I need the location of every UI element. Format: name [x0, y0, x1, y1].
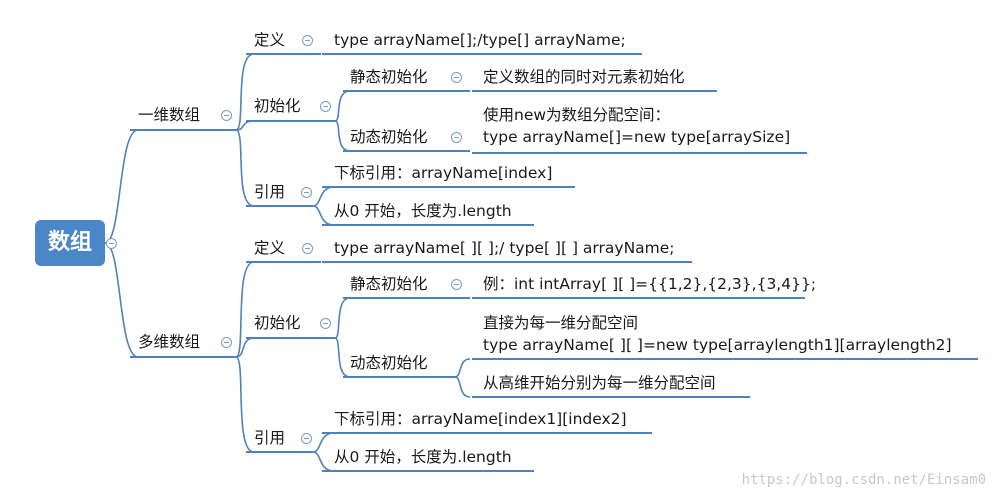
connector-multidim-ref: [235, 356, 255, 453]
underline-one-dim-reference: [246, 205, 313, 207]
multi-dim-definition-text: type arrayName[ ][ ];/ type[ ][ ] arrayN…: [334, 239, 675, 257]
connector-onedim-ref: [235, 129, 255, 207]
root-node: 数组: [35, 220, 105, 266]
underline-multi-dim-dynamic: [343, 376, 455, 378]
underline-multi-dim-reference-item2: [322, 470, 534, 472]
underline-multi-dim-static: [343, 297, 470, 299]
collapse-icon[interactable]: [451, 72, 462, 83]
multi-dim-reference-item1: 下标引用：arrayName[index1][index2]: [334, 410, 627, 428]
connector-multidim-dyn2: [454, 376, 471, 398]
connector-multidim-dynamic: [334, 337, 351, 378]
underline-one-dim-definition: [246, 53, 321, 55]
collapse-icon[interactable]: [301, 187, 312, 198]
node-one-dim: 一维数组: [138, 106, 201, 124]
connector-multidim-ref2: [312, 451, 335, 472]
underline-one-dim-dynamic-text: [472, 152, 807, 154]
one-dim-dynamic-line1: 使用new为数组分配空间：: [483, 106, 671, 124]
collapse-icon[interactable]: [451, 279, 462, 290]
underline-one-dim-init: [246, 120, 335, 122]
connector-multidim-static: [334, 297, 351, 339]
one-dim-static-text: 定义数组的同时对元素初始化: [483, 68, 685, 86]
node-multi-dim-dynamic: 动态初始化: [350, 354, 428, 372]
node-one-dim-init: 初始化: [254, 97, 301, 115]
collapse-icon[interactable]: [301, 433, 312, 444]
underline-multi-dim-dynamic-text: [472, 358, 978, 360]
one-dim-reference-item2: 从0 开始，长度为.length: [334, 202, 512, 220]
multi-dim-dynamic-line2: type arrayName[ ][ ]=new type[arraylengt…: [483, 336, 952, 354]
connector-multidim-def: [235, 261, 255, 358]
underline-multi-dim-definition: [246, 261, 321, 263]
collapse-icon[interactable]: [106, 238, 117, 249]
connector-root-multidim: [104, 242, 139, 358]
multi-dim-dynamic-item2: 从高维开始分别为每一维分配空间: [483, 374, 716, 392]
underline-multi-dim-definition-text: [322, 261, 692, 263]
collapse-icon[interactable]: [451, 132, 462, 143]
one-dim-dynamic-line2: type arrayName[]=new type[arraySize]: [483, 128, 791, 146]
node-one-dim-static: 静态初始化: [350, 68, 428, 86]
underline-one-dim-reference-item2: [322, 224, 534, 226]
collapse-icon[interactable]: [302, 243, 313, 254]
multi-dim-dynamic-line1: 直接为每一维分配空间: [483, 314, 639, 332]
underline-one-dim-static-text: [472, 90, 717, 92]
underline-multi-dim-init: [246, 337, 335, 339]
node-multi-dim-definition: 定义: [254, 239, 286, 257]
node-multi-dim-reference: 引用: [254, 429, 286, 447]
multi-dim-static-text: 例：int intArray[ ][ ]={{1,2},{2,3},{3,4}}…: [483, 275, 817, 293]
collapse-icon[interactable]: [221, 337, 232, 348]
one-dim-reference-item1: 下标引用：arrayName[index]: [334, 164, 553, 182]
multi-dim-dynamic-text: 直接为每一维分配空间 type arrayName[ ][ ]=new type…: [483, 312, 952, 356]
underline-one-dim-dynamic: [343, 150, 470, 152]
connector-multidim-ref1: [312, 432, 335, 453]
connector-onedim-static: [334, 90, 351, 122]
underline-multi-dim-static-text: [472, 297, 805, 299]
collapse-icon[interactable]: [302, 35, 313, 46]
multi-dim-reference-item2: 从0 开始，长度为.length: [334, 448, 512, 466]
node-multi-dim-static: 静态初始化: [350, 275, 428, 293]
underline-one-dim-reference-item1: [322, 186, 575, 188]
connector-onedim-ref1: [312, 186, 335, 207]
collapse-icon[interactable]: [320, 101, 331, 112]
underline-one-dim-static: [343, 90, 470, 92]
collapse-icon[interactable]: [320, 318, 331, 329]
connector-onedim-ref2: [312, 205, 335, 226]
watermark-text: https://blog.csdn.net/Einsam0: [741, 472, 986, 488]
connector-onedim-def: [235, 53, 255, 131]
underline-multi-dim-reference: [246, 451, 313, 453]
connector-multidim-dyn1: [454, 358, 471, 378]
underline-one-dim-definition-text: [322, 53, 642, 55]
underline-multi-dim: [130, 356, 236, 358]
underline-multi-dim-dynamic-item2: [472, 396, 750, 398]
node-one-dim-definition: 定义: [254, 31, 286, 49]
node-one-dim-reference: 引用: [254, 183, 286, 201]
connector-root-onedim: [104, 129, 139, 244]
one-dim-dynamic-text: 使用new为数组分配空间： type arrayName[]=new type[…: [483, 104, 790, 148]
connector-onedim-dynamic: [334, 120, 351, 152]
node-one-dim-dynamic: 动态初始化: [350, 128, 428, 146]
one-dim-definition-text: type arrayName[];/type[] arrayName;: [334, 31, 626, 49]
node-multi-dim-init: 初始化: [254, 314, 301, 332]
underline-one-dim: [130, 129, 236, 131]
node-multi-dim: 多维数组: [138, 333, 201, 351]
collapse-icon[interactable]: [221, 110, 232, 121]
underline-multi-dim-reference-item1: [322, 432, 652, 434]
